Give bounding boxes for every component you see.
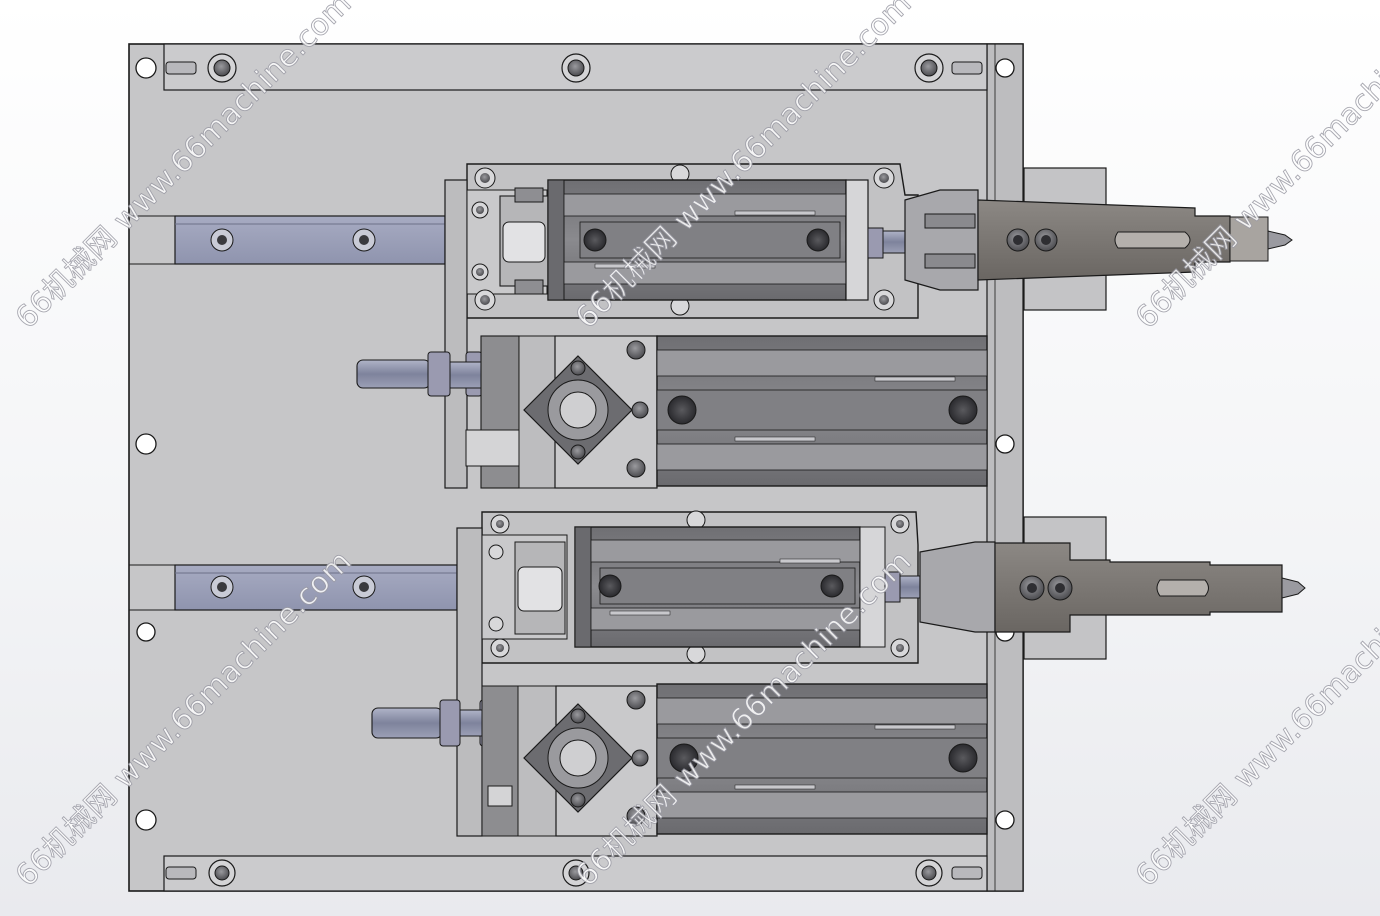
- cylinder-lower-1: [574, 526, 886, 648]
- lower-rod-gripper: [884, 516, 1306, 660]
- cylinder-upper-1: [547, 179, 869, 301]
- upper-carriage-bolts: [471, 164, 895, 316]
- upper-middle-cylinder: [465, 335, 988, 489]
- guide-rail-upper: [174, 215, 446, 265]
- lower-clevis: [514, 541, 566, 635]
- watermark-text: 66机械网www.66machine.com: [1129, 0, 1380, 336]
- guide-rail-lower: [174, 564, 458, 611]
- lower-middle-cylinder: [481, 683, 988, 837]
- upper-rod-gripper: [867, 167, 1293, 311]
- strip-bolts: [165, 53, 983, 887]
- upper-clevis: [499, 187, 549, 295]
